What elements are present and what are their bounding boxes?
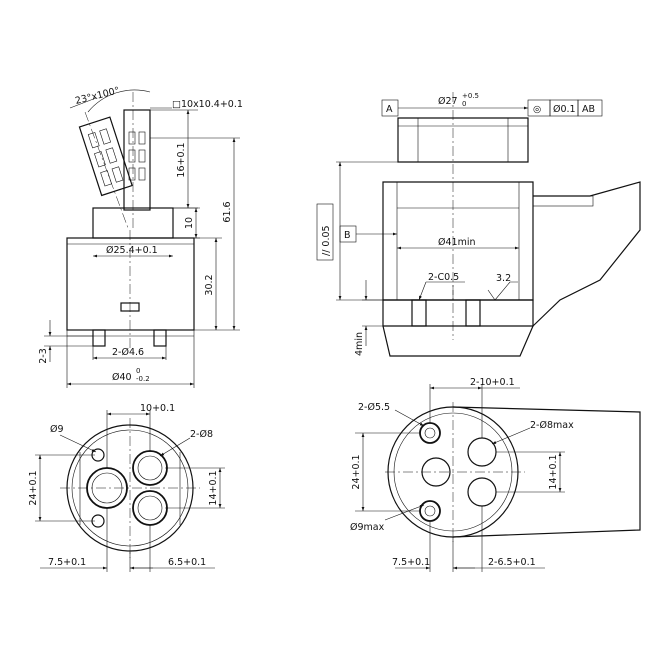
concentric-symbol: ◎ — [533, 104, 541, 115]
cartridge-side-view — [66, 89, 195, 350]
left-bottom-dimensions: 10+0.1 Ø9 2-Ø8 24+0.1 14+0.1 7.5+0.1 6.5… — [28, 403, 225, 572]
cartridge-bottom-view — [60, 418, 200, 558]
square-label: □10x10.4+0.1 — [172, 99, 243, 110]
d55-label: 2-Ø5.5 — [358, 402, 390, 413]
d27-label: Ø27 — [438, 96, 458, 107]
datum-b: B — [344, 230, 351, 241]
h14-label: 14+0.1 — [208, 470, 219, 505]
datum-a: A — [386, 104, 393, 115]
d40-lower: -0.2 — [136, 375, 150, 383]
roughness-label: 3.2 — [496, 273, 511, 284]
h24r-label: 24+0.1 — [351, 454, 362, 489]
parallel-label: // 0.05 — [321, 225, 332, 256]
left-top-dimensions: 23°x100° □10x10.4+0.1 16+0.1 10 61.6 30.… — [38, 85, 243, 388]
w75-label: 7.5+0.1 — [48, 557, 86, 568]
d9-label: Ø9 — [50, 424, 64, 435]
d25-label: Ø25.4+0.1 — [106, 245, 158, 256]
w210-label: 2-10+0.1 — [470, 377, 515, 388]
d41-label: Ø41min — [438, 237, 475, 248]
stem — [78, 116, 133, 197]
datum-ref-box — [577, 99, 603, 117]
housing-section — [382, 92, 641, 357]
h16-label: 16+0.1 — [176, 142, 187, 177]
h23-label: 2-3 — [38, 348, 49, 364]
d27-lower: 0 — [462, 100, 466, 108]
right-top-dimensions: A Ø27 +0.5 0 ◎ Ø0.1 AB // 0.05 B Ø41min … — [316, 92, 603, 356]
housing-bottom-view — [385, 402, 641, 542]
d27-upper: +0.5 — [462, 92, 479, 100]
w10-label: 10+0.1 — [140, 403, 175, 414]
h4-label: 4min — [354, 332, 365, 356]
d8-label: 2-Ø8 — [190, 429, 213, 440]
datum-ref: AB — [582, 104, 595, 115]
h14r-label: 14+0.1 — [548, 454, 559, 489]
w65-label: 6.5+0.1 — [168, 557, 206, 568]
d8max-label: 2-Ø8max — [530, 420, 574, 431]
d40-upper: 0 — [136, 367, 140, 375]
right-bottom-dimensions: 2-10+0.1 2-Ø5.5 2-Ø8max 24+0.1 14+0.1 Ø9… — [350, 377, 574, 572]
w75r-label: 7.5+0.1 — [392, 557, 430, 568]
parallel-box — [316, 203, 334, 261]
h30-label: 30.2 — [204, 274, 215, 295]
w265-label: 2-6.5+0.1 — [488, 557, 536, 568]
chamfer-label: 2-C0.5 — [428, 272, 459, 283]
angle-label: 23°x100° — [74, 85, 121, 107]
h61-label: 61.6 — [222, 201, 233, 222]
h10-label: 10 — [184, 217, 195, 229]
tolerance-label: Ø0.1 — [553, 104, 576, 115]
h24-label: 24+0.1 — [28, 470, 39, 505]
d46-label: 2-Ø4.6 — [112, 347, 144, 358]
roughness-symbol — [487, 281, 518, 301]
d9max-label: Ø9max — [350, 522, 385, 533]
d40-label: Ø40 — [112, 372, 132, 383]
